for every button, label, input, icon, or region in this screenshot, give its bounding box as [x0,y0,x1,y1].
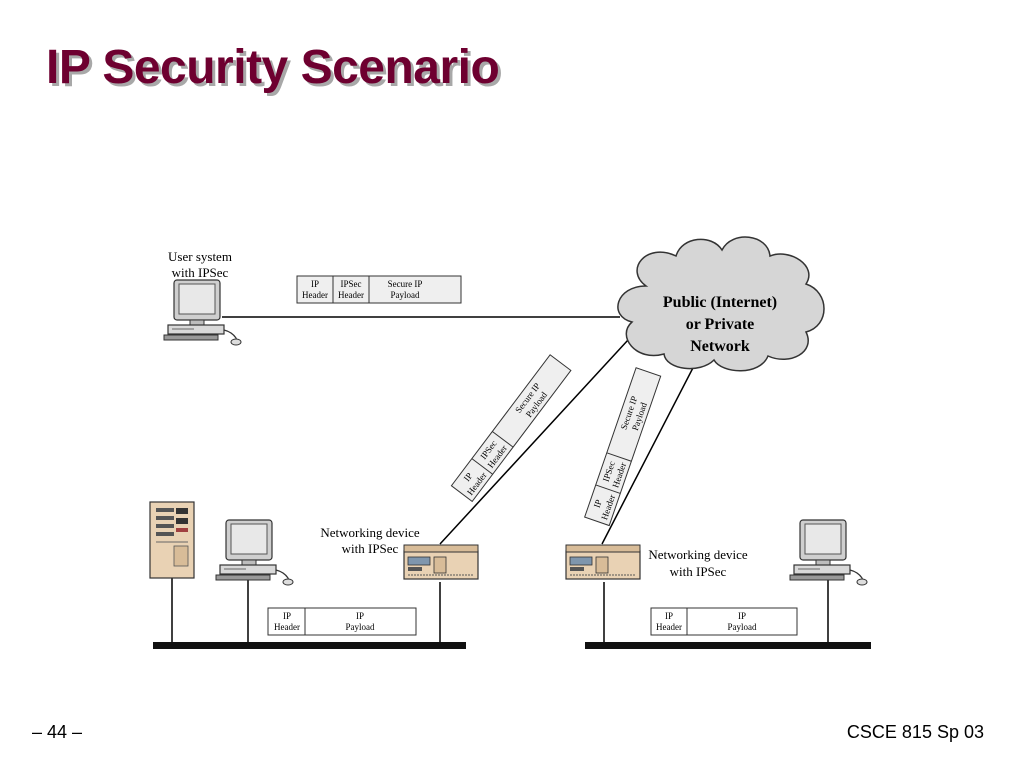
user-system-label-line2: with IPSec [172,265,229,280]
ip-header-label: Header [274,622,300,632]
left-computer-icon [215,519,294,586]
left-networking-device-icon [403,544,479,580]
user-computer-icon [163,279,242,346]
left-lan-bus [153,642,466,649]
left-diagonal-secure-packet: IP Header IPSec Header Secure IP Payload [450,354,572,503]
slide-title: IP Security Scenario [46,41,500,94]
right-device-label-line1: Networking device [648,547,748,562]
left-device-label-line2: with IPSec [342,541,399,556]
ip-header-label: IP [283,611,291,621]
ip-header-label: IP [311,279,319,289]
ip-payload-label: IP [356,611,364,621]
ip-payload-label: IP [738,611,746,621]
right-networking-device-icon [565,544,641,580]
user-system: User system with IPSec [163,249,242,346]
right-lan: Networking device with IPSec IP Header I… [565,519,871,649]
ip-header-label: IP [592,498,604,509]
cloud-label-line3: Network [690,338,750,355]
cloud-label-line1: Public (Internet) [663,294,777,311]
ip-header-label: Header [302,290,328,300]
ip-header-label: Header [656,622,682,632]
secure-payload-label: Payload [391,290,420,300]
server-icon [149,501,195,579]
right-device-label-line2: with IPSec [670,564,727,579]
right-lan-bus [585,642,871,649]
ipsec-header-label: IPSec [341,279,362,289]
user-system-label-line1: User system [168,249,232,264]
ip-header-label: IP [665,611,673,621]
left-device-label-line1: Networking device [320,525,420,540]
cloud-to-right-device-link [601,361,697,545]
ip-payload-label: Payload [346,622,375,632]
cloud-to-left-device-link [439,339,629,545]
ip-payload-label: Payload [728,622,757,632]
top-secure-packet: IP Header IPSec Header Secure IP Payload [296,275,462,304]
cloud-label-line2: or Private [686,316,755,333]
right-plain-packet: IP Header IP Payload [650,607,798,636]
course-label: CSCE 815 Sp 03 [846,722,984,742]
left-plain-packet: IP Header IP Payload [267,607,417,636]
right-diagonal-secure-packet: IP Header IPSec Header Secure IP Payload [584,367,662,527]
public-network-cloud: Public (Internet) or Private Network [617,236,825,372]
ipsec-header-label: Header [338,290,364,300]
secure-payload-label: Secure IP [388,279,423,289]
right-computer-icon [789,519,868,586]
left-lan: Networking device with IPSec IP Header I… [149,501,479,649]
page-number: – 44 – [32,722,83,742]
